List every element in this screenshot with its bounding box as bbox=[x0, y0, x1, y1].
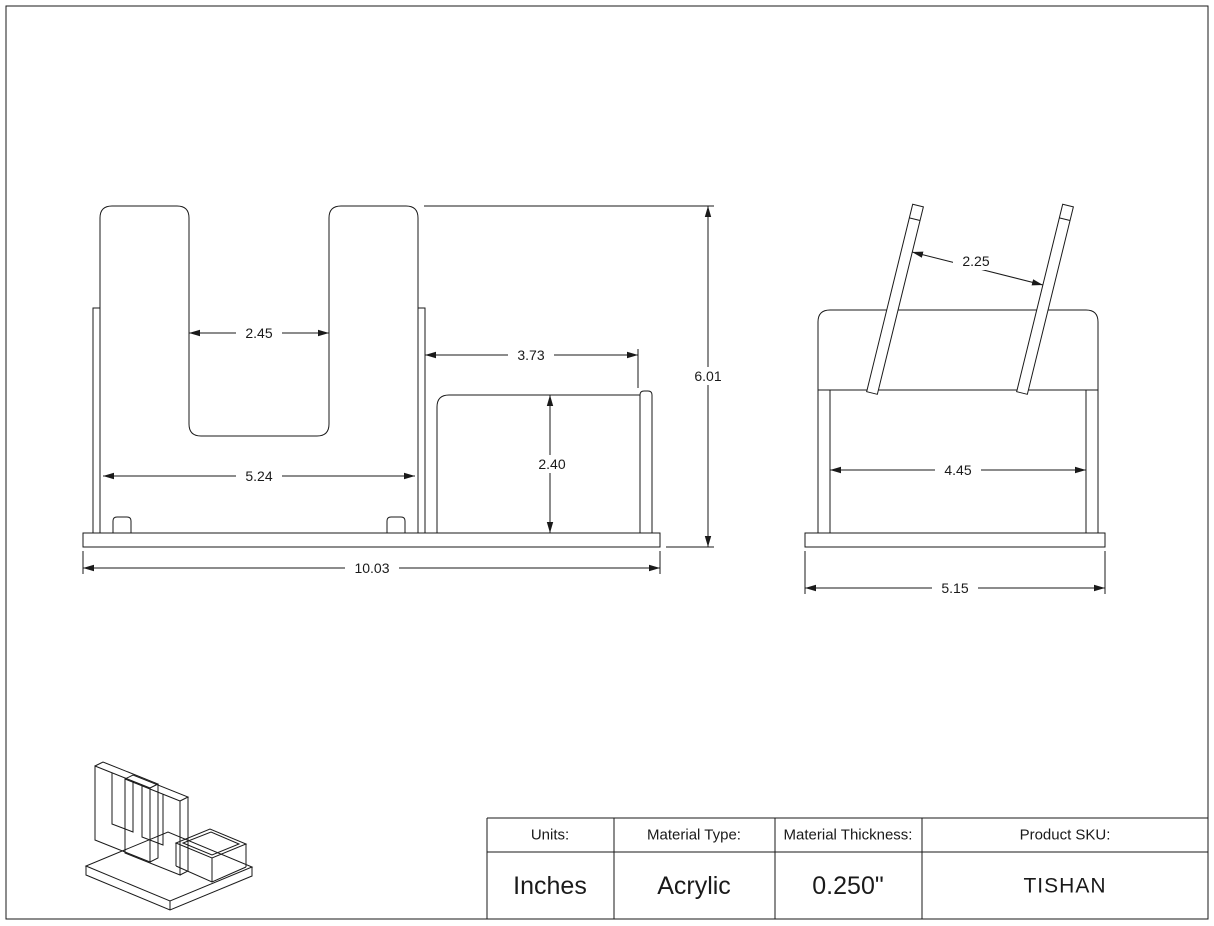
material-thickness-header: Material Thickness: bbox=[784, 827, 913, 844]
product-sku-header: Product SKU: bbox=[1020, 827, 1111, 844]
iso-tray-bottom bbox=[175, 865, 247, 883]
dim-side-pen-gap-label: 2.25 bbox=[962, 253, 989, 269]
dim-front-shelf-height-label: 2.40 bbox=[538, 456, 565, 472]
dim-front-cutout-width-label: 2.45 bbox=[245, 325, 272, 341]
iso-tray-top-rim bbox=[174, 828, 248, 859]
iso-panel1-cutout bbox=[111, 773, 134, 833]
dim-front-shelf-width: 3.73 bbox=[425, 346, 639, 388]
dim-side-overall-width: 5.15 bbox=[804, 551, 1106, 597]
front-shelf-panel bbox=[436, 394, 640, 533]
title-block: Units: Material Type: Material Thickness… bbox=[486, 817, 1208, 919]
dim-front-shelf-width-label: 3.73 bbox=[517, 347, 544, 363]
iso-panel1-thickness bbox=[94, 761, 160, 863]
front-right-side-strip bbox=[418, 307, 426, 533]
dim-side-pen-gap: 2.25 bbox=[911, 251, 1044, 286]
units-header: Units: bbox=[531, 827, 569, 844]
iso-panel2-cutout bbox=[141, 786, 164, 846]
pen-right bbox=[1016, 203, 1074, 395]
side-back-panel-outline bbox=[817, 309, 1099, 533]
material-type-value: Acrylic bbox=[657, 872, 731, 900]
dim-front-total-height-label: 6.01 bbox=[694, 368, 721, 384]
dim-side-inner-width-label: 4.45 bbox=[944, 462, 971, 478]
dim-front-total-height: 6.01 bbox=[424, 205, 731, 548]
dim-side-overall-width-label: 5.15 bbox=[941, 580, 968, 596]
material-type-header: Material Type: bbox=[647, 827, 741, 844]
dim-front-inner-width: 5.24 bbox=[103, 467, 415, 485]
front-left-tab bbox=[112, 516, 132, 533]
front-shelf-right-strip bbox=[639, 390, 653, 533]
front-view: 2.45 3.73 6.01 5.24 2.40 bbox=[82, 205, 731, 577]
page-border bbox=[5, 5, 1209, 920]
front-right-tab bbox=[386, 516, 406, 533]
dim-side-inner-width: 4.45 bbox=[830, 461, 1086, 479]
iso-tray-inner-rim bbox=[181, 831, 241, 856]
dim-front-overall-width-label: 10.03 bbox=[354, 560, 389, 576]
units-value: Inches bbox=[513, 872, 587, 900]
isometric-view bbox=[84, 761, 254, 911]
front-back-panel-outline bbox=[99, 205, 419, 533]
dim-front-inner-width-label: 5.24 bbox=[245, 468, 272, 484]
dim-front-shelf-height: 2.40 bbox=[529, 395, 575, 533]
side-base-plate bbox=[804, 532, 1106, 548]
iso-base-side bbox=[85, 866, 253, 911]
side-view: 2.25 4.45 5.15 bbox=[804, 203, 1106, 597]
product-sku-value: TISHAN bbox=[1023, 875, 1106, 898]
dim-front-overall-width: 10.03 bbox=[82, 551, 661, 577]
front-base-plate bbox=[82, 532, 661, 548]
front-left-side-strip bbox=[92, 307, 100, 533]
iso-base-top bbox=[84, 831, 254, 902]
iso-panel2-thickness bbox=[124, 774, 190, 876]
pen-left bbox=[866, 203, 924, 395]
material-thickness-value: 0.250" bbox=[812, 872, 883, 900]
dim-front-cutout-width: 2.45 bbox=[189, 324, 329, 342]
